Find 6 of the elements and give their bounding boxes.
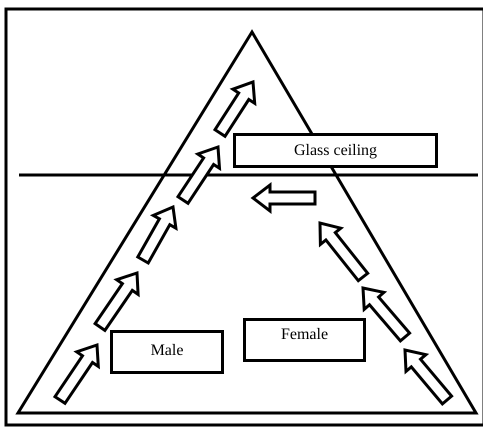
label-box <box>110 330 224 374</box>
label-box <box>243 318 366 362</box>
box-label: Glass ceiling <box>294 142 378 161</box>
label-box <box>233 133 438 168</box>
box-label: Male <box>150 342 184 361</box>
box-label: Female <box>280 326 328 345</box>
